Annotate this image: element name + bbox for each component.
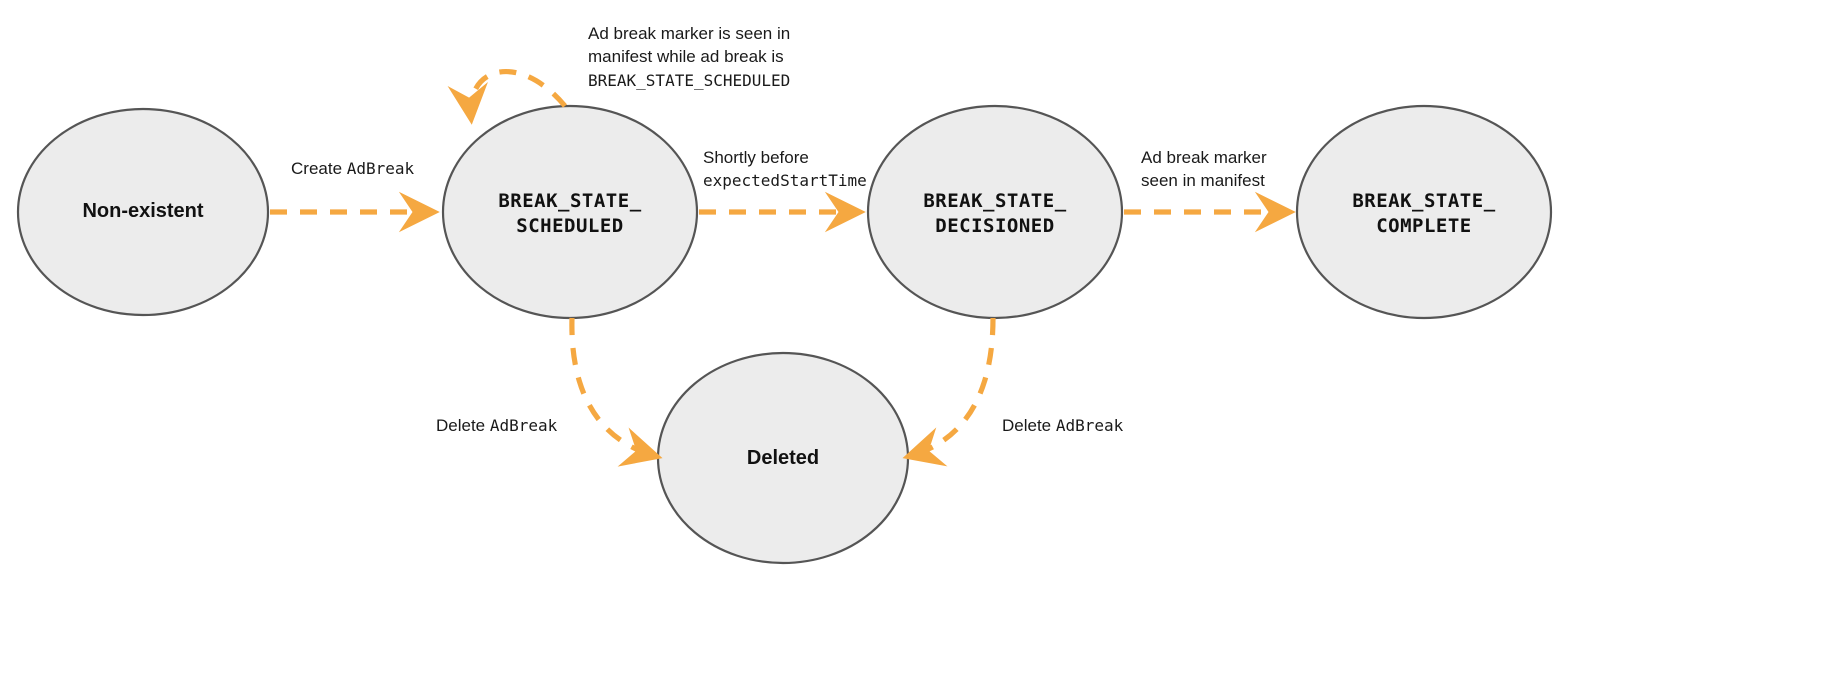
label-run: expectedStartTime — [703, 171, 867, 191]
node-break-state-scheduled[interactable] — [441, 104, 699, 320]
edge-label-marker-seen-complete: Ad break marker seen in manifest — [1141, 146, 1267, 193]
label-run: AdBreak — [489, 416, 558, 435]
label-run: Create — [291, 159, 347, 178]
label-run: AdBreak — [346, 159, 415, 178]
node-non-existent[interactable] — [16, 107, 270, 317]
node-break-state-decisioned[interactable] — [866, 104, 1124, 320]
label-run: Delete — [1002, 416, 1056, 435]
label-run: Shortly before — [703, 148, 809, 167]
node-break-state-complete[interactable] — [1295, 104, 1553, 320]
edge-label-delete-from-scheduled: Delete AdBreak — [436, 414, 557, 437]
edge-label-shortly-before: Shortly before expectedStartTime — [703, 146, 867, 193]
label-run: Ad break marker — [1141, 148, 1267, 167]
label-run: manifest while ad break is — [588, 47, 784, 67]
label-run: AdBreak — [1055, 416, 1124, 435]
label-run: seen in manifest — [1141, 171, 1265, 191]
edge-label-create-adbreak: Create AdBreak — [291, 157, 414, 180]
edge-label-marker-seen-self-loop: Ad break marker is seen in manifest while… — [588, 22, 790, 92]
label-run: Delete — [436, 416, 490, 435]
edge-label-delete-from-decisioned: Delete AdBreak — [1002, 414, 1123, 437]
node-deleted[interactable] — [656, 351, 910, 565]
edge-delete-from-decisioned — [902, 317, 996, 467]
edge-delete-from-scheduled — [569, 317, 663, 467]
label-run: Ad break marker is seen in — [588, 24, 791, 43]
label-run: BREAK_STATE_SCHEDULED — [588, 70, 791, 90]
